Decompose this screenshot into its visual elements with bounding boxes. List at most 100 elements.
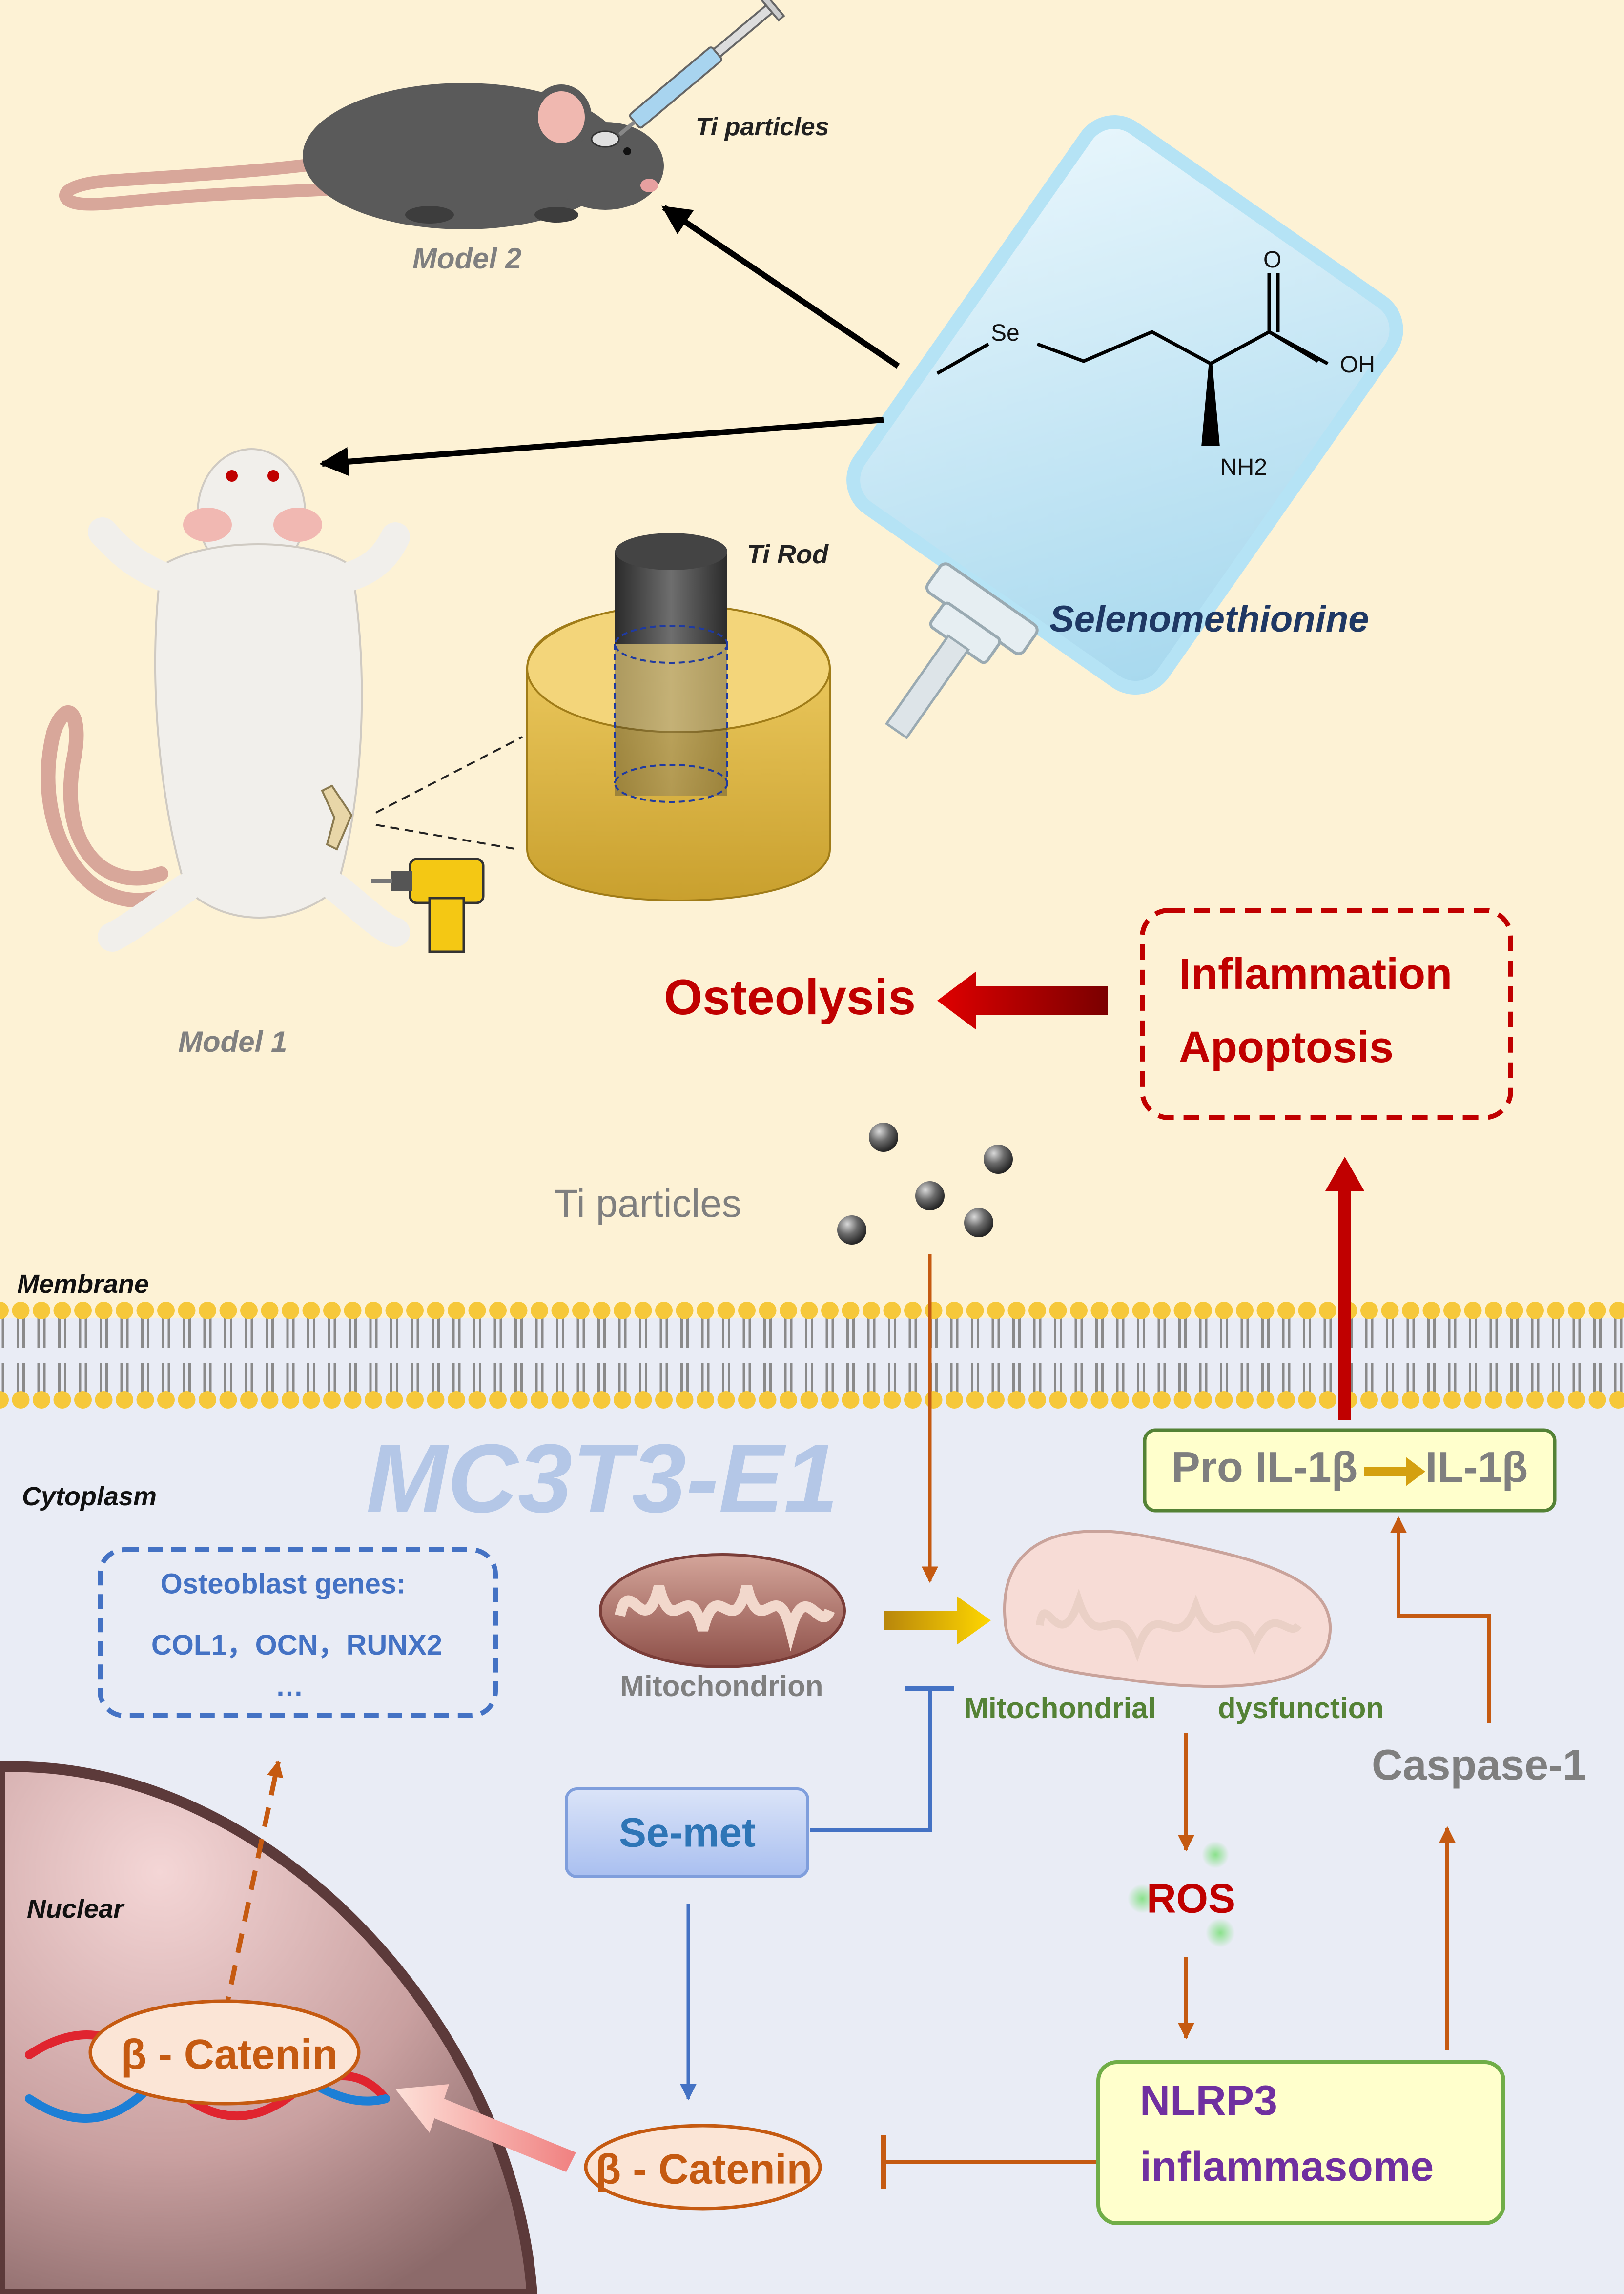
osteoblast-genes-box	[98, 1547, 498, 1718]
ti-rod-in-bone-illustration	[526, 533, 831, 901]
mouse-model-2-illustration	[59, 83, 664, 229]
mitochondrion-normal-icon	[599, 1553, 846, 1668]
lipid-tail	[349, 1317, 357, 1348]
lipid-tail	[349, 1363, 357, 1393]
lipid-head	[987, 1302, 1005, 1319]
lipid-tail	[556, 1317, 564, 1348]
lipid-tail	[971, 1317, 979, 1348]
lipid-head	[738, 1302, 756, 1319]
osteolysis-label: Osteolysis	[664, 969, 916, 1025]
catenin-nuclear-ellipse	[88, 1999, 361, 2106]
semet-box	[565, 1787, 809, 1878]
nuclear-label: Nuclear	[27, 1894, 124, 1924]
lipid-head	[1319, 1302, 1336, 1319]
catenin-cyto-ellipse	[584, 2124, 822, 2211]
lipid-head	[1360, 1302, 1378, 1319]
lipid-head	[821, 1391, 839, 1409]
lipid-head	[199, 1302, 216, 1319]
lipid-tail	[1572, 1363, 1581, 1393]
mito-dysfunction-label-1: Mitochondrial	[964, 1692, 1156, 1724]
lipid-tail	[1012, 1317, 1021, 1348]
lipid-head	[1526, 1391, 1544, 1409]
lipid-tail	[1282, 1317, 1291, 1348]
lipid-head	[1194, 1391, 1212, 1409]
lipid-head	[655, 1391, 673, 1409]
caspase-1-label: Caspase-1	[1372, 1741, 1587, 1789]
lipid-tail	[1240, 1363, 1249, 1393]
lipid-head	[697, 1391, 714, 1409]
ti-particles-syringe-label: Ti particles	[696, 113, 829, 141]
lipid-tail	[100, 1317, 108, 1348]
ti-particle-cluster	[837, 1123, 1013, 1245]
lipid-head	[1256, 1302, 1275, 1319]
lipid-tail	[432, 1317, 440, 1348]
inflammasome-label: inflammasome	[1140, 2143, 1434, 2190]
lipid-tail	[141, 1317, 149, 1348]
lipid-tail	[1303, 1317, 1311, 1348]
lipid-head	[489, 1391, 507, 1409]
lipid-tail	[390, 1317, 398, 1348]
lipid-tail	[493, 1363, 502, 1393]
lipid-head	[1236, 1302, 1254, 1319]
lipid-head	[53, 1302, 71, 1319]
lipid-head	[1194, 1302, 1212, 1319]
osteoblast-genes-list: COL1，OCN，RUNX2	[151, 1629, 443, 1661]
lipid-tail	[1552, 1363, 1560, 1393]
lipid-head	[614, 1302, 631, 1319]
lipid-tail	[1303, 1363, 1311, 1393]
lipid-tail	[473, 1317, 481, 1348]
lipid-head	[74, 1302, 92, 1319]
lipid-head	[157, 1391, 175, 1409]
lipid-tail	[162, 1363, 170, 1393]
lipid-tail	[1, 1317, 4, 1348]
osteoblast-genes-ellipsis: …	[275, 1670, 304, 1702]
lipid-head	[1609, 1302, 1624, 1319]
selenomethionine-structure	[936, 273, 1329, 446]
lipid-head	[489, 1302, 507, 1319]
lipid-tail	[120, 1363, 129, 1393]
lipid-tail	[1469, 1317, 1477, 1348]
lipid-head	[1402, 1302, 1419, 1319]
lipid-tail	[120, 1317, 129, 1348]
lipid-tail	[307, 1363, 315, 1393]
arrow-to-model-1	[319, 417, 884, 476]
lipid-tail	[1282, 1363, 1291, 1393]
lipid-tail	[328, 1363, 336, 1393]
se-atom-label: Se	[991, 320, 1020, 346]
lipid-head	[12, 1302, 30, 1319]
lipid-tail	[493, 1317, 502, 1348]
lipid-head	[634, 1302, 652, 1319]
lipid-tail	[680, 1317, 689, 1348]
lipid-head	[1153, 1391, 1171, 1409]
model-2-label: Model 2	[412, 242, 522, 275]
lipid-head	[1443, 1391, 1461, 1409]
cytoplasm-label: Cytoplasm	[22, 1482, 157, 1511]
lipid-head	[1132, 1391, 1150, 1409]
lipid-tail	[58, 1317, 66, 1348]
lipid-tail	[805, 1363, 813, 1393]
lipid-head	[572, 1391, 590, 1409]
lipid-tail	[1116, 1363, 1125, 1393]
lipid-head	[12, 1391, 30, 1409]
lipid-tail	[286, 1317, 295, 1348]
lipid-head	[1070, 1391, 1088, 1409]
lipid-head	[302, 1302, 320, 1319]
lipid-head	[966, 1302, 984, 1319]
lipid-head	[863, 1302, 880, 1319]
lipid-head	[53, 1391, 71, 1409]
lipid-tail	[888, 1317, 896, 1348]
lipid-head	[468, 1391, 486, 1409]
lipid-tail	[722, 1363, 730, 1393]
lipid-tail	[722, 1317, 730, 1348]
lipid-head	[282, 1302, 299, 1319]
lipid-tail	[908, 1363, 917, 1393]
il1b-release-arrowhead	[1325, 1157, 1364, 1191]
nlrp3-box	[1096, 2060, 1505, 2225]
lipid-tail	[1489, 1317, 1498, 1348]
lipid-tail	[183, 1317, 191, 1348]
lipid-head	[1505, 1391, 1523, 1409]
lipid-head	[136, 1391, 154, 1409]
caspase-to-il1b-arrow	[1390, 1516, 1491, 1723]
lipid-tail	[1510, 1317, 1519, 1348]
lipid-head	[676, 1391, 694, 1409]
